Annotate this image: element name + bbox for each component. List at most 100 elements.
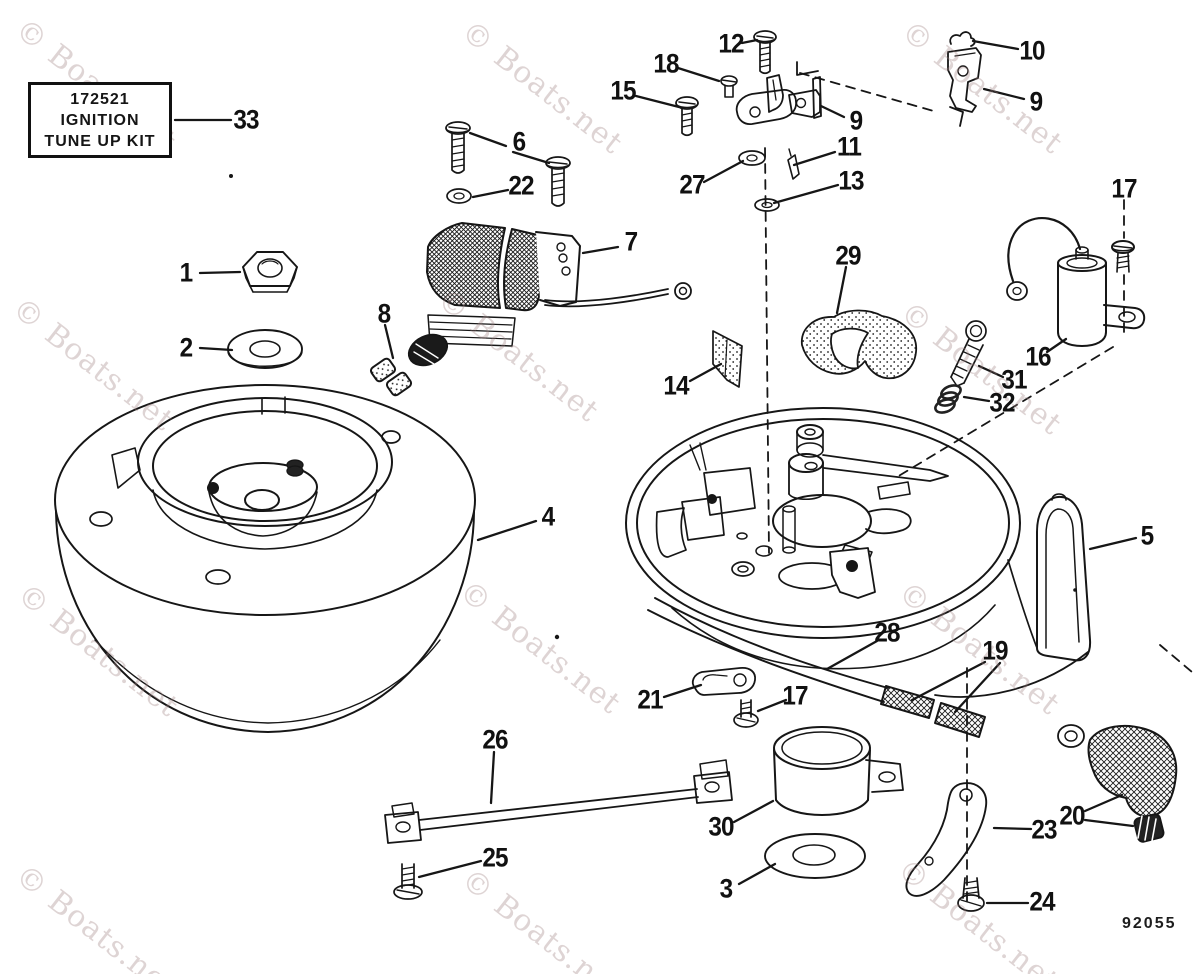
part-callout-16-16[interactable]: 16: [1025, 341, 1051, 372]
leader-line-9: [819, 104, 846, 119]
screw-12-drawing: [753, 30, 777, 75]
bolt-18-drawing: [720, 75, 738, 98]
part-callout-10-10[interactable]: 10: [1019, 35, 1045, 66]
print-artifacts: [229, 174, 1077, 640]
part-callout-25-26[interactable]: 25: [482, 842, 508, 873]
part-callout-1-0[interactable]: 1: [179, 257, 194, 288]
part-callout-27-28[interactable]: 27: [679, 169, 705, 200]
leader-line-29: [835, 265, 848, 315]
part-callout-12-12[interactable]: 12: [718, 28, 744, 59]
leader-line-20: [1083, 818, 1135, 828]
part-callout-21-22[interactable]: 21: [637, 684, 663, 715]
wedge-14-drawing: [712, 330, 743, 388]
throttle-cable-parts-drawing: [880, 685, 1178, 843]
part-callout-18-19[interactable]: 18: [653, 48, 679, 79]
part-callout-8-7[interactable]: 8: [377, 298, 392, 329]
kit-label-line3: TUNE UP KIT: [44, 132, 156, 150]
part-callout-23-24[interactable]: 23: [1031, 814, 1057, 845]
part-callout-3-2[interactable]: 3: [719, 873, 734, 904]
part-callout-9-8[interactable]: 9: [849, 105, 864, 136]
washer-3-drawing: [764, 833, 866, 879]
part-callout-17-17[interactable]: 17: [1111, 173, 1137, 204]
leader-line-8: [383, 323, 395, 360]
callout-leader-lines: [173, 38, 1138, 905]
leader-line-4: [476, 519, 538, 542]
part-callout-22-23[interactable]: 22: [508, 170, 534, 201]
leader-line-1: [198, 270, 242, 275]
screw-15-drawing: [675, 96, 699, 137]
part-callout-28-29[interactable]: 28: [874, 617, 900, 648]
part-callout-26-27[interactable]: 26: [482, 724, 508, 755]
part-callout-30-31[interactable]: 30: [708, 811, 734, 842]
part-callout-7-6[interactable]: 7: [624, 226, 639, 257]
screw-6a-drawing: [445, 121, 471, 174]
part-callout-13-13[interactable]: 13: [838, 165, 864, 196]
kit-label-line2: IGNITION: [60, 111, 140, 129]
leader-line-6: [468, 131, 508, 148]
nut-1-drawing: [242, 251, 298, 293]
washer-27-drawing: [738, 150, 766, 166]
leader-line-18: [676, 66, 721, 83]
leader-line-19: [910, 660, 987, 702]
kit-part-number: 172521: [70, 90, 130, 108]
alignment-dashed-lines: [764, 72, 1193, 909]
diagram-code: 92055: [1122, 915, 1177, 932]
cam-plate-23-drawing: [905, 782, 988, 897]
leader-line-13: [772, 183, 840, 205]
ignition-coil-drawing: [369, 222, 692, 397]
part-callout-14-14[interactable]: 14: [663, 370, 689, 401]
leader-line-9: [982, 87, 1026, 101]
leader-line-16: [1045, 337, 1068, 354]
bracket-9-center-drawing: [735, 74, 822, 125]
bolt-31-drawing: [950, 320, 987, 387]
link-21-drawing: [691, 667, 756, 696]
leader-line-26: [489, 750, 496, 805]
part-callout-9-9[interactable]: 9: [1029, 86, 1044, 117]
leader-line-28: [825, 639, 879, 671]
leader-line-25: [417, 859, 483, 879]
bracket-9-right-drawing: [947, 31, 982, 113]
part-callout-11-11[interactable]: 11: [837, 131, 862, 162]
dashed-corner-ticks: [796, 61, 964, 127]
pin-11-drawing: [787, 148, 800, 180]
part-callout-19-20[interactable]: 19: [982, 635, 1008, 666]
part-callout-15-15[interactable]: 15: [610, 75, 636, 106]
leader-line-12: [740, 38, 759, 45]
leader-line-10: [971, 39, 1020, 51]
part-callout-4-3[interactable]: 4: [541, 501, 556, 532]
leader-line-5: [1088, 536, 1138, 551]
screw-17-bottom-drawing: [733, 699, 759, 728]
leader-line-27: [702, 159, 745, 184]
leader-line-15: [634, 94, 681, 109]
leader-line-3: [737, 862, 777, 886]
leader-line-2: [198, 346, 234, 352]
part-callout-33-34[interactable]: 33: [233, 104, 259, 135]
part-callout-20-21[interactable]: 20: [1059, 800, 1085, 831]
part-callout-17-18[interactable]: 17: [782, 680, 808, 711]
part-callout-32-33[interactable]: 32: [989, 387, 1015, 418]
washer-22-drawing: [446, 188, 472, 204]
part-callout-2-1[interactable]: 2: [179, 332, 194, 363]
condenser-16-drawing: [1006, 217, 1146, 347]
leader-line-7: [581, 245, 620, 255]
leader-line-30: [732, 799, 775, 824]
leader-line-11: [792, 150, 837, 167]
cup-30-drawing: [773, 726, 904, 816]
screw-6b-drawing: [545, 156, 571, 207]
leader-line-23: [992, 826, 1033, 831]
screw-17-top-drawing: [1111, 240, 1135, 273]
part-callout-6-5[interactable]: 6: [512, 126, 527, 157]
rod-26-drawing: [384, 759, 733, 844]
ignition-tune-up-kit-box[interactable]: 172521 IGNITION TUNE UP KIT: [28, 82, 172, 158]
leader-line-22: [471, 188, 510, 199]
part-callout-29-30[interactable]: 29: [835, 240, 861, 271]
part-callout-24-25[interactable]: 24: [1029, 886, 1055, 917]
friction-piece-29-drawing: [801, 309, 917, 380]
washer-13-drawing: [754, 198, 780, 212]
part-callout-5-4[interactable]: 5: [1140, 520, 1155, 551]
part-callout-31-32[interactable]: 31: [1001, 364, 1027, 395]
spring-32-drawing: [934, 384, 962, 414]
leader-line-6: [511, 150, 551, 165]
